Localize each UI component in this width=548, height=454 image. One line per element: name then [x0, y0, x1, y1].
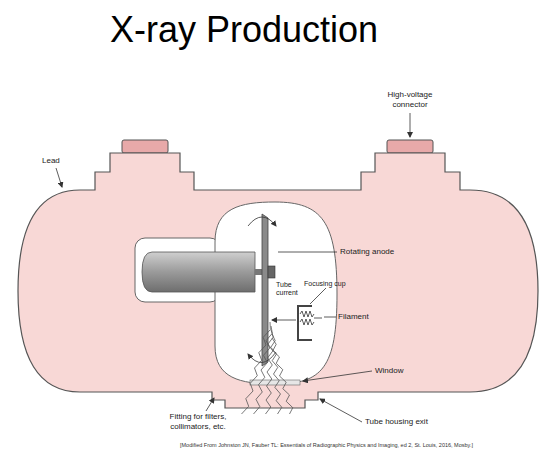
part-label: Filament — [338, 312, 369, 322]
part-label: Focusing cup — [304, 280, 346, 288]
rotor — [142, 252, 255, 292]
filament-lead — [314, 318, 322, 319]
connector-cap — [122, 140, 168, 153]
leader-line — [324, 317, 336, 318]
part-label: Rotating anode — [340, 247, 394, 257]
leader-line — [320, 399, 362, 422]
connector-cap — [387, 140, 433, 153]
x-ray-wave — [266, 330, 274, 414]
glass-envelope — [215, 202, 337, 384]
x-ray-wave — [272, 338, 293, 414]
part-label: Window — [375, 366, 403, 376]
leader-line — [56, 168, 62, 187]
x-ray-wave — [254, 326, 273, 414]
rotation-arrow — [248, 352, 276, 363]
part-label: Tube housing exit — [365, 417, 428, 427]
filament-coil — [300, 311, 314, 317]
filament-coil — [300, 319, 314, 325]
part-label: Lead — [42, 156, 60, 166]
source-caption: [Modified From Johnston JN, Fauber TL: E… — [180, 442, 473, 449]
part-label: Fitting for filters, collimators, etc. — [156, 412, 240, 431]
part-label: Tube current — [276, 281, 298, 298]
anode-hub — [268, 266, 275, 278]
rotation-arrow — [248, 217, 276, 226]
electron-beam — [272, 320, 296, 321]
leader-line — [310, 288, 326, 304]
x-ray-beam — [242, 322, 293, 414]
tube-window — [250, 380, 300, 385]
page-title: X-ray Production — [110, 8, 378, 51]
leader-line — [410, 113, 411, 137]
lead-housing — [18, 153, 538, 408]
leader-line — [278, 252, 337, 253]
leader-line — [303, 371, 372, 381]
leader-line — [206, 398, 214, 411]
part-label: High-voltage connector — [370, 90, 450, 109]
